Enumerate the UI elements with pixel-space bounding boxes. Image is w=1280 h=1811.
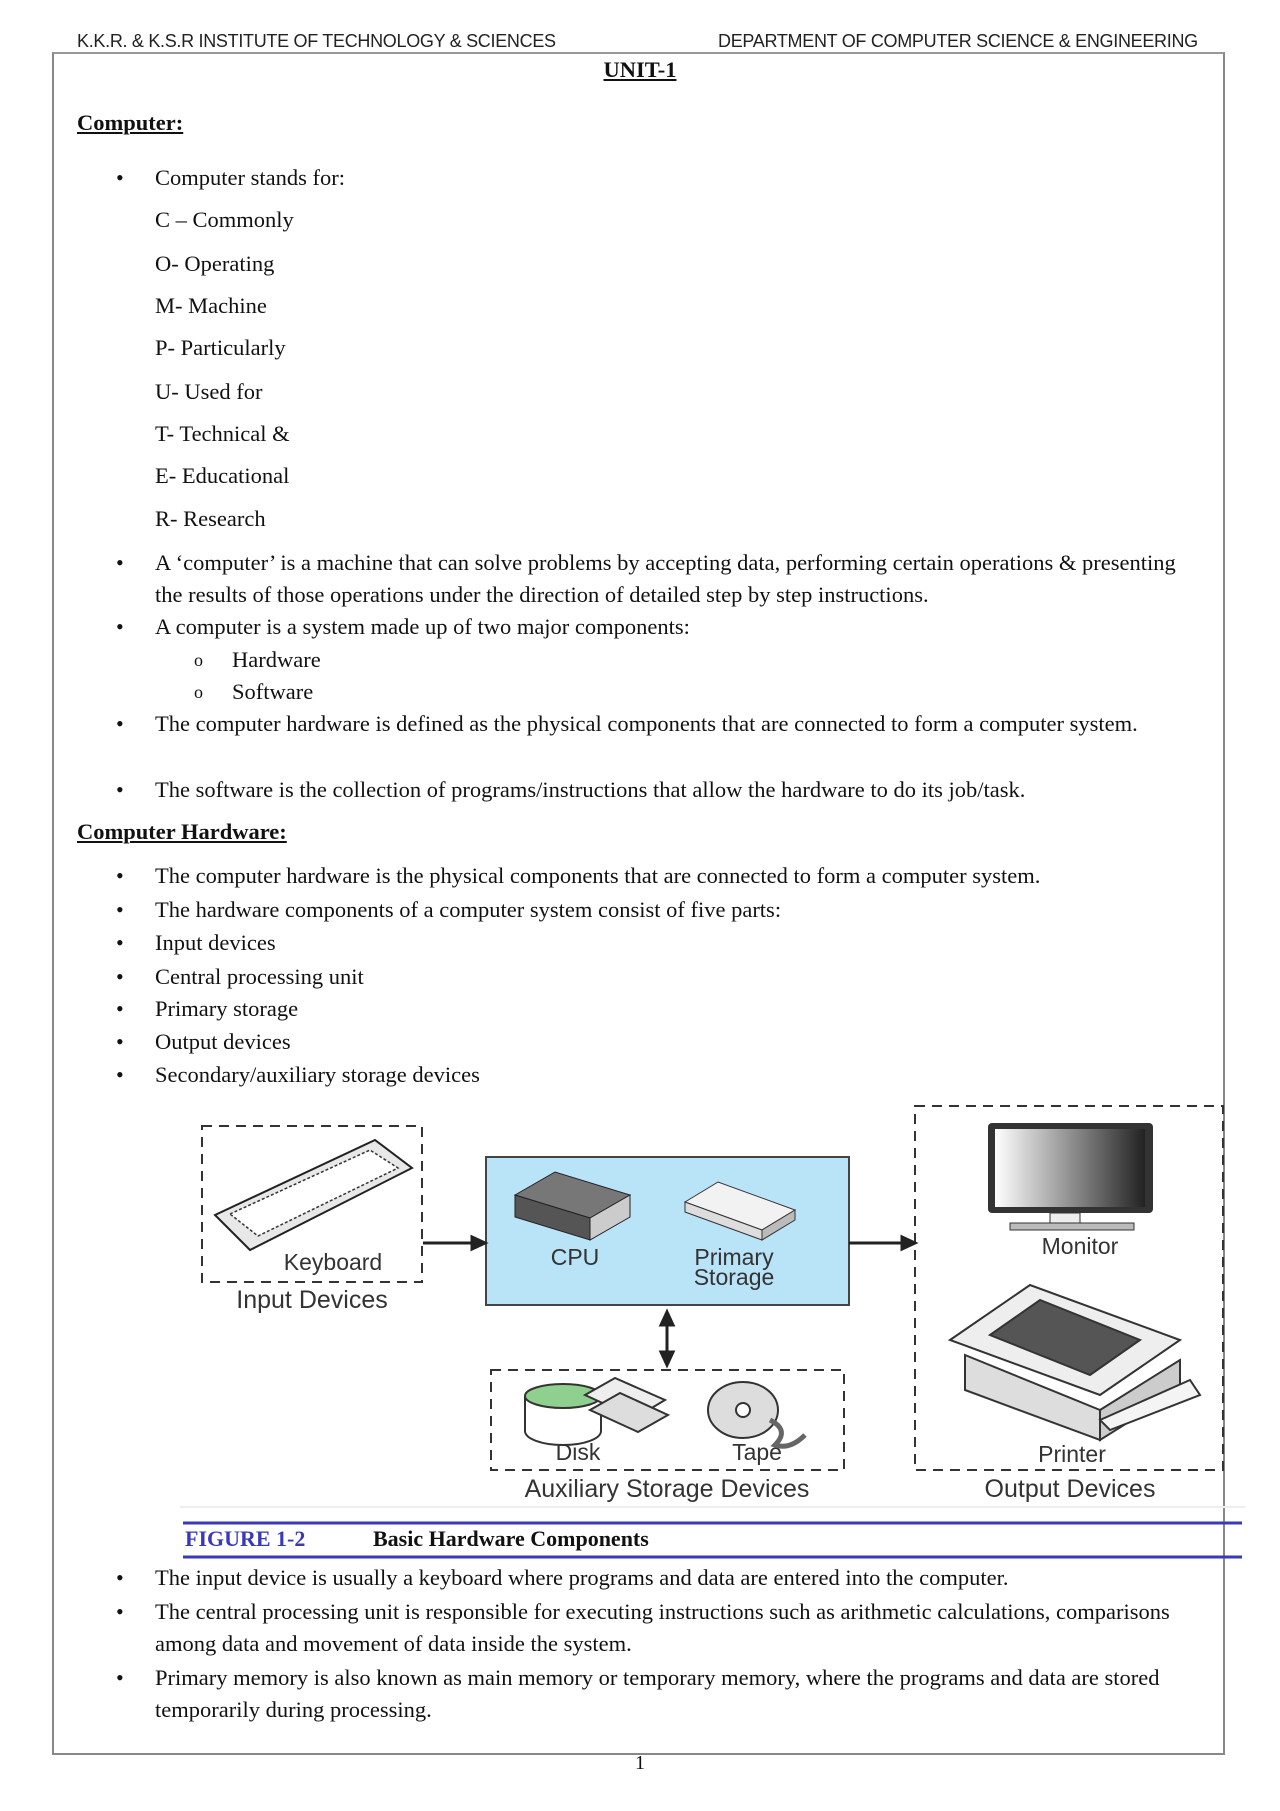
hardware-paragraph: The computer hardware is defined as the … bbox=[155, 711, 1138, 736]
acronym-line: E- Educational bbox=[155, 463, 290, 488]
keyboard-icon bbox=[213, 1138, 414, 1252]
printer-icon bbox=[947, 1283, 1202, 1442]
bullet: • bbox=[116, 996, 124, 1021]
bullet: • bbox=[116, 1565, 124, 1590]
output-devices-box bbox=[914, 1105, 1224, 1471]
list-item: Central processing unit bbox=[155, 964, 364, 989]
list-item: Input devices bbox=[155, 930, 276, 955]
page-number: 1 bbox=[635, 1752, 645, 1774]
monitor-icon bbox=[988, 1123, 1153, 1231]
bullet: • bbox=[116, 930, 124, 955]
acronym-line: U- Used for bbox=[155, 379, 263, 404]
bullet: • bbox=[116, 614, 124, 639]
circle-bullet: o bbox=[194, 650, 203, 670]
cpu-icon bbox=[513, 1171, 632, 1241]
data-flow-arrows bbox=[423, 1234, 919, 1369]
keyboard-label: Keyboard bbox=[284, 1249, 382, 1275]
stands-for-text: Computer stands for: bbox=[155, 165, 345, 190]
list-item: The hardware components of a computer sy… bbox=[155, 897, 782, 922]
bullet: • bbox=[116, 1599, 124, 1624]
components-paragraph: A computer is a system made up of two ma… bbox=[155, 614, 690, 639]
list-item: The computer hardware is the physical co… bbox=[155, 863, 1041, 888]
cpu-paragraph: The central processing unit is responsib… bbox=[155, 1599, 1170, 1656]
monitor-label: Monitor bbox=[1042, 1233, 1119, 1259]
bullet: • bbox=[116, 964, 124, 989]
cpu-box bbox=[485, 1156, 850, 1306]
acronym-line: P- Particularly bbox=[155, 335, 286, 360]
bullet: • bbox=[116, 550, 124, 575]
tape-icon bbox=[707, 1381, 807, 1449]
aux-storage-label: Auxiliary Storage Devices bbox=[525, 1475, 810, 1503]
bullet: • bbox=[116, 777, 124, 802]
bullet: • bbox=[116, 1062, 124, 1087]
input-devices-label: Input Devices bbox=[236, 1286, 387, 1314]
section-heading-computer: Computer: bbox=[77, 110, 184, 135]
list-item: Output devices bbox=[155, 1029, 291, 1054]
circle-bullet: o bbox=[194, 682, 203, 702]
page-border bbox=[52, 52, 1225, 1755]
section-heading-hardware: Computer Hardware: bbox=[77, 819, 287, 844]
bullet: • bbox=[116, 165, 124, 190]
list-item: Primary storage bbox=[155, 996, 299, 1021]
bullet: • bbox=[116, 897, 124, 922]
component-software: Software bbox=[232, 679, 314, 704]
acronym-line: C – Commonly bbox=[155, 207, 294, 232]
component-hardware: Hardware bbox=[232, 647, 321, 672]
primary-label: Primary bbox=[694, 1244, 774, 1270]
acronym-line: T- Technical & bbox=[155, 421, 290, 446]
disk-icon bbox=[524, 1376, 671, 1446]
acronym-line: R- Research bbox=[155, 506, 266, 531]
aux-storage-box bbox=[490, 1369, 845, 1471]
software-paragraph: The software is the collection of progra… bbox=[155, 777, 1026, 802]
figure-caption: Basic Hardware Components bbox=[373, 1526, 649, 1551]
hardware-components-figure: Keyboard Input Devices CPU Primary Stora… bbox=[180, 1105, 1245, 1559]
list-item: Secondary/auxiliary storage devices bbox=[155, 1062, 480, 1087]
storage-label: Storage bbox=[694, 1264, 775, 1290]
unit-title: UNIT-1 bbox=[603, 57, 677, 82]
definition-paragraph: A ‘computer’ is a machine that can solve… bbox=[155, 550, 1176, 607]
primary-storage-icon bbox=[683, 1181, 797, 1241]
bullet: • bbox=[116, 1029, 124, 1054]
output-devices-label: Output Devices bbox=[985, 1475, 1156, 1503]
cpu-label: CPU bbox=[551, 1244, 600, 1270]
header-department: DEPARTMENT OF COMPUTER SCIENCE & ENGINEE… bbox=[718, 31, 1198, 51]
input-devices-box bbox=[201, 1125, 423, 1283]
acronym-line: M- Machine bbox=[155, 293, 267, 318]
acronym-line: O- Operating bbox=[155, 251, 275, 276]
bullet: • bbox=[116, 711, 124, 736]
input-device-paragraph: The input device is usually a keyboard w… bbox=[155, 1565, 1009, 1590]
bullet: • bbox=[116, 863, 124, 888]
bullet: • bbox=[116, 1665, 124, 1690]
printer-label: Printer bbox=[1038, 1441, 1106, 1467]
primary-memory-paragraph: Primary memory is also known as main mem… bbox=[155, 1665, 1160, 1722]
header-institute: K.K.R. & K.S.R INSTITUTE OF TECHNOLOGY &… bbox=[77, 31, 556, 51]
figure-number: FIGURE 1-2 bbox=[185, 1526, 305, 1551]
